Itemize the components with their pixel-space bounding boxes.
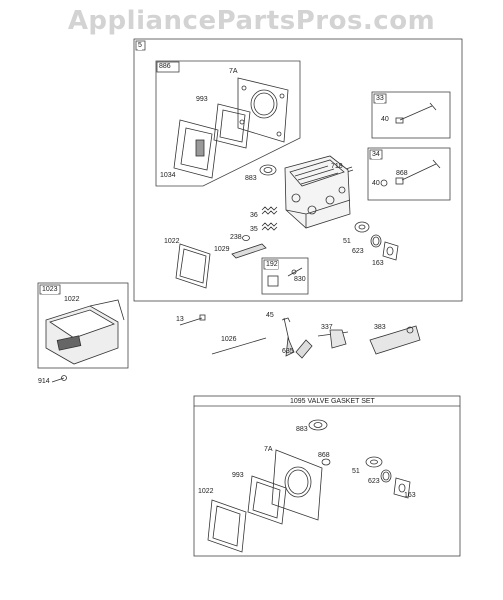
box-label-main: 5 — [138, 42, 142, 50]
box-label-intake-valve: 34 — [372, 151, 380, 159]
box-label-valve-gasket-set: 1095 VALVE GASKET SET — [290, 398, 375, 405]
part-label: 868 — [318, 452, 330, 459]
part-label: 883 — [296, 426, 308, 433]
breather-part — [267, 267, 303, 287]
part-label: 993 — [196, 96, 208, 103]
part-label: 51 — [352, 468, 360, 475]
part-label: 1034 — [160, 172, 176, 179]
seal-868-bottom — [321, 458, 331, 466]
breather-plate-top — [173, 119, 219, 179]
screw-914 — [51, 375, 67, 383]
part-label: 635 — [282, 348, 294, 355]
valve-springs — [261, 206, 278, 231]
head-gasket-bottom — [271, 449, 323, 521]
part-label: 337 — [321, 324, 333, 331]
part-label: 883 — [245, 175, 257, 182]
intake-gasket-883 — [259, 164, 277, 176]
governor-337 — [317, 329, 349, 349]
part-label: 993 — [232, 472, 244, 479]
ignition-383 — [369, 325, 421, 355]
head-gasket-top — [237, 77, 289, 143]
tube-635 — [295, 339, 313, 359]
part-label: 36 — [250, 212, 258, 219]
part-label: 1029 — [214, 246, 230, 253]
cover-assembly-box — [37, 282, 129, 369]
part-label: 830 — [294, 276, 306, 283]
part-label: 163 — [404, 492, 416, 499]
part-label: 238 — [230, 234, 242, 241]
part-label: 7A — [229, 68, 238, 75]
part-label: 35 — [250, 226, 258, 233]
main-assembly-box — [133, 38, 463, 302]
rocker-stud-45 — [281, 317, 295, 357]
valve-cover-gasket-1022 — [175, 243, 211, 289]
bolt-13 — [179, 314, 206, 326]
part-label: 1022 — [198, 488, 214, 495]
part-label: 163 — [372, 260, 384, 267]
valve-cover-gasket-top — [213, 103, 251, 149]
valve-cover-gasket-993-bottom — [247, 475, 287, 525]
part-label: 383 — [374, 324, 386, 331]
breather-box — [261, 257, 309, 295]
rod-1026 — [211, 337, 267, 355]
part-label: 718 — [331, 163, 343, 170]
part-label: 40 — [372, 180, 380, 187]
part-label: 623 — [368, 478, 380, 485]
part-label: 1022 — [164, 238, 180, 245]
part-label: 868 — [396, 170, 408, 177]
exhaust-gaskets-top — [354, 221, 399, 261]
part-label: 914 — [38, 378, 50, 385]
part-label: 623 — [352, 248, 364, 255]
exhaust-valve — [395, 102, 437, 124]
valve-gasket-set-box — [193, 395, 461, 557]
valve-cover — [45, 299, 125, 365]
box-label-gasket-kit: 886 — [159, 63, 171, 71]
exhaust-valve-box — [371, 91, 451, 139]
gasket-kit-box — [155, 60, 301, 187]
part-label: 40 — [381, 116, 389, 123]
intake-valve — [380, 159, 441, 187]
cylinder-head — [284, 155, 351, 229]
part-label: 51 — [343, 238, 351, 245]
part-label: 13 — [176, 316, 184, 323]
box-label-breather: 192 — [266, 261, 278, 269]
gasket-883-bottom — [308, 419, 328, 431]
intake-valve-box — [367, 147, 451, 201]
ring-238 — [242, 235, 250, 241]
box-label-cover-assembly: 1023 — [42, 286, 58, 294]
part-label: 1026 — [221, 336, 237, 343]
watermark: AppliancePartsPros.com — [67, 6, 436, 36]
exhaust-gaskets-bottom — [365, 456, 411, 499]
part-label: 45 — [266, 312, 274, 319]
rocker-1029 — [231, 243, 267, 259]
valve-cover-gasket-1022-bottom — [207, 499, 247, 553]
part-label: 7A — [264, 446, 273, 453]
part-label: 1022 — [64, 296, 80, 303]
box-label-exhaust-valve: 33 — [376, 95, 384, 103]
